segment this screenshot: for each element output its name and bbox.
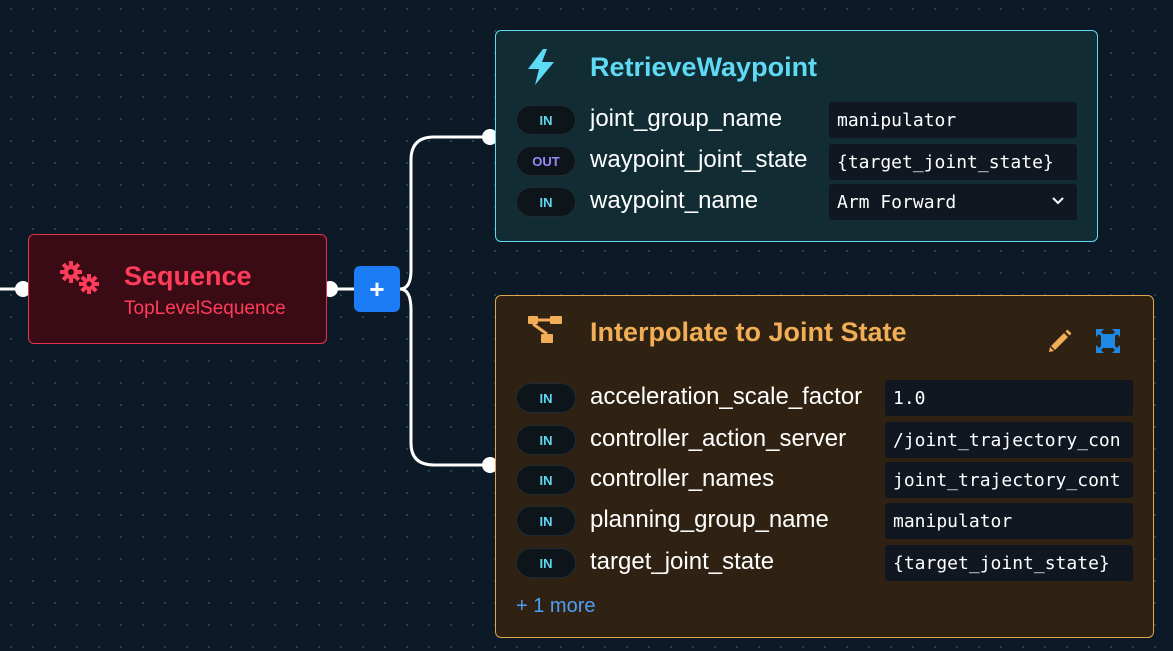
edge-to-retrieve-waypoint xyxy=(399,135,490,291)
port-direction-badge: IN xyxy=(516,383,576,413)
port-name: waypoint_joint_state xyxy=(590,146,808,173)
sequence-node[interactable]: Sequence TopLevelSequence xyxy=(28,234,327,344)
gears-icon xyxy=(59,261,101,300)
port-name: controller_names xyxy=(590,465,775,492)
add-node-button[interactable]: + xyxy=(354,266,400,312)
more-ports-link[interactable]: + 1 more xyxy=(516,595,596,617)
port-value-input[interactable]: {target_joint_state} xyxy=(885,545,1133,581)
port-name: acceleration_scale_factor xyxy=(590,383,863,410)
port-value-input[interactable]: joint_trajectory_cont xyxy=(885,462,1133,498)
port-row: IN target_joint_state xyxy=(516,547,774,579)
port-value-input[interactable]: 1.0 xyxy=(885,380,1133,416)
retrieve-waypoint-node[interactable]: RetrieveWaypoint IN joint_group_name man… xyxy=(495,30,1098,242)
sequence-input-port[interactable] xyxy=(15,281,31,297)
port-row: IN waypoint_name xyxy=(516,186,758,218)
sequence-title: Sequence xyxy=(124,261,252,291)
port-direction-badge: IN xyxy=(516,548,576,578)
port-direction-badge: IN xyxy=(516,465,576,495)
subtree-icon xyxy=(526,314,564,349)
port-row: IN controller_names xyxy=(516,464,774,496)
port-name: target_joint_state xyxy=(590,548,775,575)
retrieve-waypoint-input-port[interactable] xyxy=(482,129,498,145)
pencil-icon[interactable] xyxy=(1046,327,1074,360)
interpolate-input-port[interactable] xyxy=(482,457,498,473)
port-value-input[interactable]: manipulator xyxy=(829,102,1077,138)
port-direction-badge: OUT xyxy=(516,146,576,176)
select-value: Arm Forward xyxy=(837,191,957,213)
retrieve-waypoint-title: RetrieveWaypoint xyxy=(590,52,818,82)
expand-icon[interactable] xyxy=(1095,328,1121,359)
port-row: OUT waypoint_joint_state xyxy=(516,145,807,177)
port-row: IN acceleration_scale_factor xyxy=(516,382,862,414)
port-value-input[interactable]: {target_joint_state} xyxy=(829,144,1077,180)
port-name: controller_action_server xyxy=(590,425,847,452)
port-direction-badge: IN xyxy=(516,425,576,455)
edge-to-interpolate xyxy=(399,287,490,467)
chevron-down-icon xyxy=(1051,193,1065,214)
waypoint-name-select[interactable]: Arm Forward xyxy=(829,184,1077,220)
port-value-input[interactable]: /joint_trajectory_con xyxy=(885,422,1133,458)
port-name: planning_group_name xyxy=(590,506,829,533)
lightning-icon xyxy=(526,49,556,90)
port-direction-badge: IN xyxy=(516,187,576,217)
interpolate-node[interactable]: Interpolate to Joint State IN accelerati… xyxy=(495,295,1154,638)
port-name: waypoint_name xyxy=(590,187,759,214)
port-value-input[interactable]: manipulator xyxy=(885,503,1133,539)
interpolate-title: Interpolate to Joint State xyxy=(590,317,907,347)
port-row: IN controller_action_server xyxy=(516,424,846,456)
port-direction-badge: IN xyxy=(516,506,576,536)
port-row: IN planning_group_name xyxy=(516,505,829,537)
port-name: joint_group_name xyxy=(590,105,783,132)
port-row: IN joint_group_name xyxy=(516,104,782,136)
port-direction-badge: IN xyxy=(516,105,576,135)
sequence-subtitle: TopLevelSequence xyxy=(124,298,286,319)
